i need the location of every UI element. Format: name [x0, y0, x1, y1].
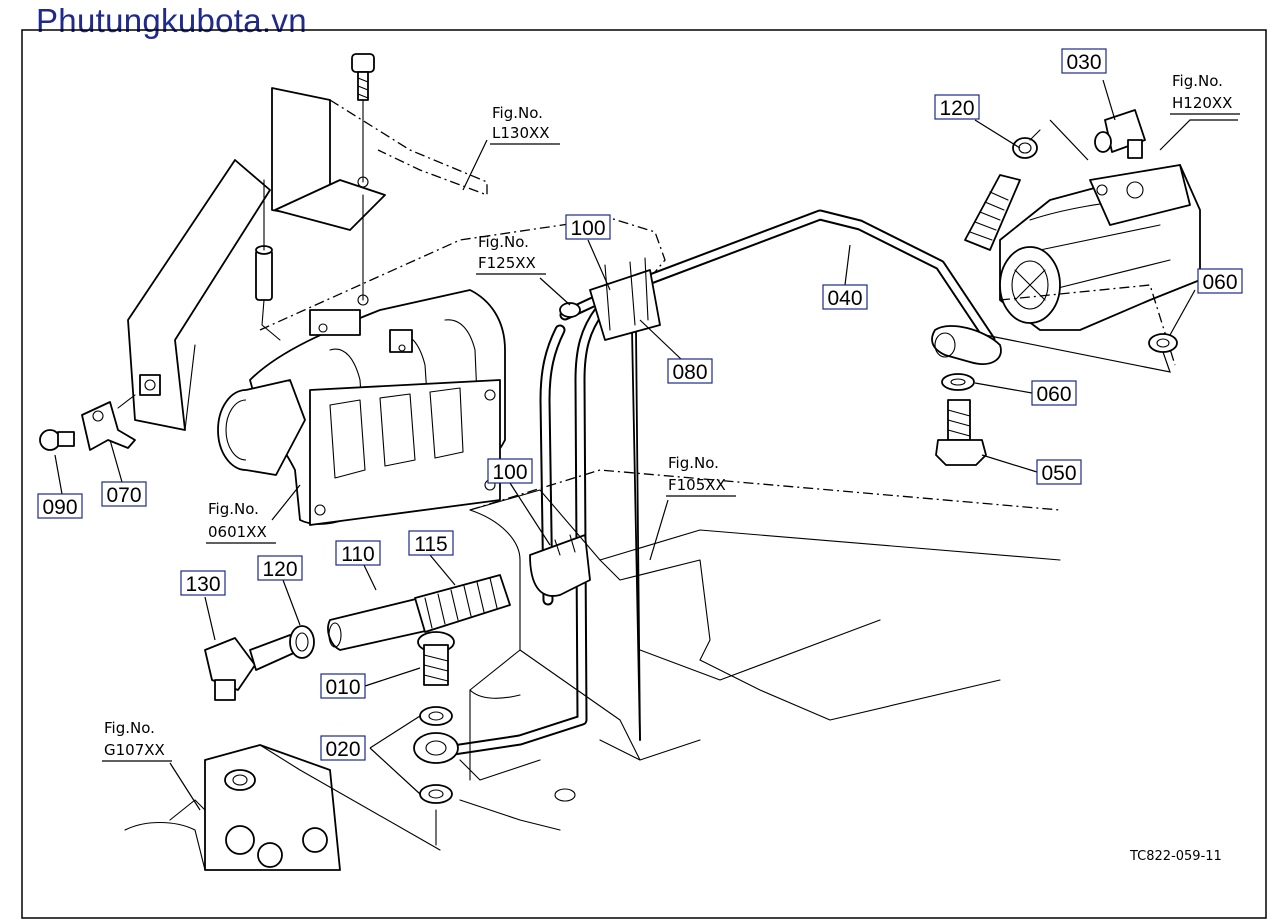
- svg-text:060: 060: [1036, 383, 1071, 406]
- svg-text:G107XX: G107XX: [104, 741, 165, 759]
- svg-text:040: 040: [827, 287, 862, 310]
- banjo-bolt-assembly: [413, 631, 459, 846]
- svg-text:090: 090: [42, 496, 77, 519]
- callout-100-lower: 100: [487, 458, 533, 484]
- svg-text:050: 050: [1041, 462, 1076, 485]
- fig-ref-h120: Fig.No. H120XX: [1170, 72, 1240, 115]
- callout-100-upper: 100: [565, 214, 611, 240]
- svg-text:Fig.No.: Fig.No.: [104, 719, 155, 737]
- svg-text:110: 110: [341, 543, 374, 566]
- callout-120-right: 120: [934, 94, 980, 120]
- svg-text:100: 100: [570, 217, 605, 240]
- drawing-code: TC822-059-11: [1129, 849, 1222, 864]
- callout-115: 115: [408, 530, 454, 556]
- pipe-clamp-080: [559, 257, 661, 341]
- callout-110: 110: [335, 540, 381, 566]
- fig-ref-f105: Fig.No. F105XX: [666, 454, 736, 497]
- valve-block: [124, 744, 441, 871]
- svg-text:100: 100: [492, 461, 527, 484]
- svg-text:030: 030: [1066, 51, 1101, 74]
- callout-090: 090: [37, 493, 83, 519]
- svg-text:F125XX: F125XX: [478, 254, 536, 272]
- svg-text:L130XX: L130XX: [492, 124, 550, 142]
- callout-050: 050: [1036, 459, 1082, 485]
- callout-130: 130: [180, 570, 226, 596]
- drawing-frame: [21, 29, 1267, 919]
- svg-text:060: 060: [1202, 271, 1237, 294]
- callout-060-right: 060: [1197, 268, 1243, 294]
- svg-text:F105XX: F105XX: [668, 476, 726, 494]
- svg-text:0601XX: 0601XX: [208, 523, 267, 541]
- svg-text:Fig.No.: Fig.No.: [478, 233, 529, 251]
- callout-030: 030: [1061, 48, 1107, 74]
- svg-text:120: 120: [939, 97, 974, 120]
- pipe-clamp-100-lower: [529, 534, 591, 597]
- fig-ref-g107: Fig.No. G107XX: [102, 719, 172, 762]
- svg-text:115: 115: [414, 533, 447, 556]
- leader-lines: [54, 79, 1238, 811]
- base-casting: [459, 469, 1061, 831]
- svg-text:070: 070: [106, 484, 141, 507]
- callout-040: 040: [822, 284, 868, 310]
- svg-text:Fig.No.: Fig.No.: [1172, 72, 1223, 90]
- svg-text:080: 080: [672, 361, 707, 384]
- hydraulic-pump: [931, 109, 1201, 466]
- svg-text:020: 020: [325, 738, 360, 761]
- callout-080: 080: [667, 358, 713, 384]
- svg-text:H120XX: H120XX: [1172, 94, 1232, 112]
- fig-ref-0601: Fig.No. 0601XX: [206, 500, 276, 544]
- fig-ref-l130: Fig.No. L130XX: [490, 104, 560, 145]
- fig-ref-f125: Fig.No. F125XX: [476, 233, 546, 275]
- site-watermark: Phutungkubota.vn: [36, 2, 307, 39]
- bracket-assembly: [127, 53, 488, 431]
- intake-manifold: [217, 289, 506, 526]
- svg-text:Fig.No.: Fig.No.: [208, 500, 259, 518]
- callout-120-lower: 120: [257, 555, 303, 581]
- callout-010: 010: [320, 673, 366, 699]
- clip-070-bolt-090: [39, 394, 136, 451]
- hose-assembly-lower: [204, 574, 511, 701]
- svg-text:010: 010: [325, 676, 360, 699]
- callout-060-lower: 060: [1031, 380, 1077, 406]
- svg-text:120: 120: [262, 558, 297, 581]
- svg-text:Fig.No.: Fig.No.: [492, 104, 543, 122]
- callout-020: 020: [320, 735, 366, 761]
- svg-text:130: 130: [185, 573, 220, 596]
- callout-070: 070: [101, 481, 147, 507]
- svg-text:Fig.No.: Fig.No.: [668, 454, 719, 472]
